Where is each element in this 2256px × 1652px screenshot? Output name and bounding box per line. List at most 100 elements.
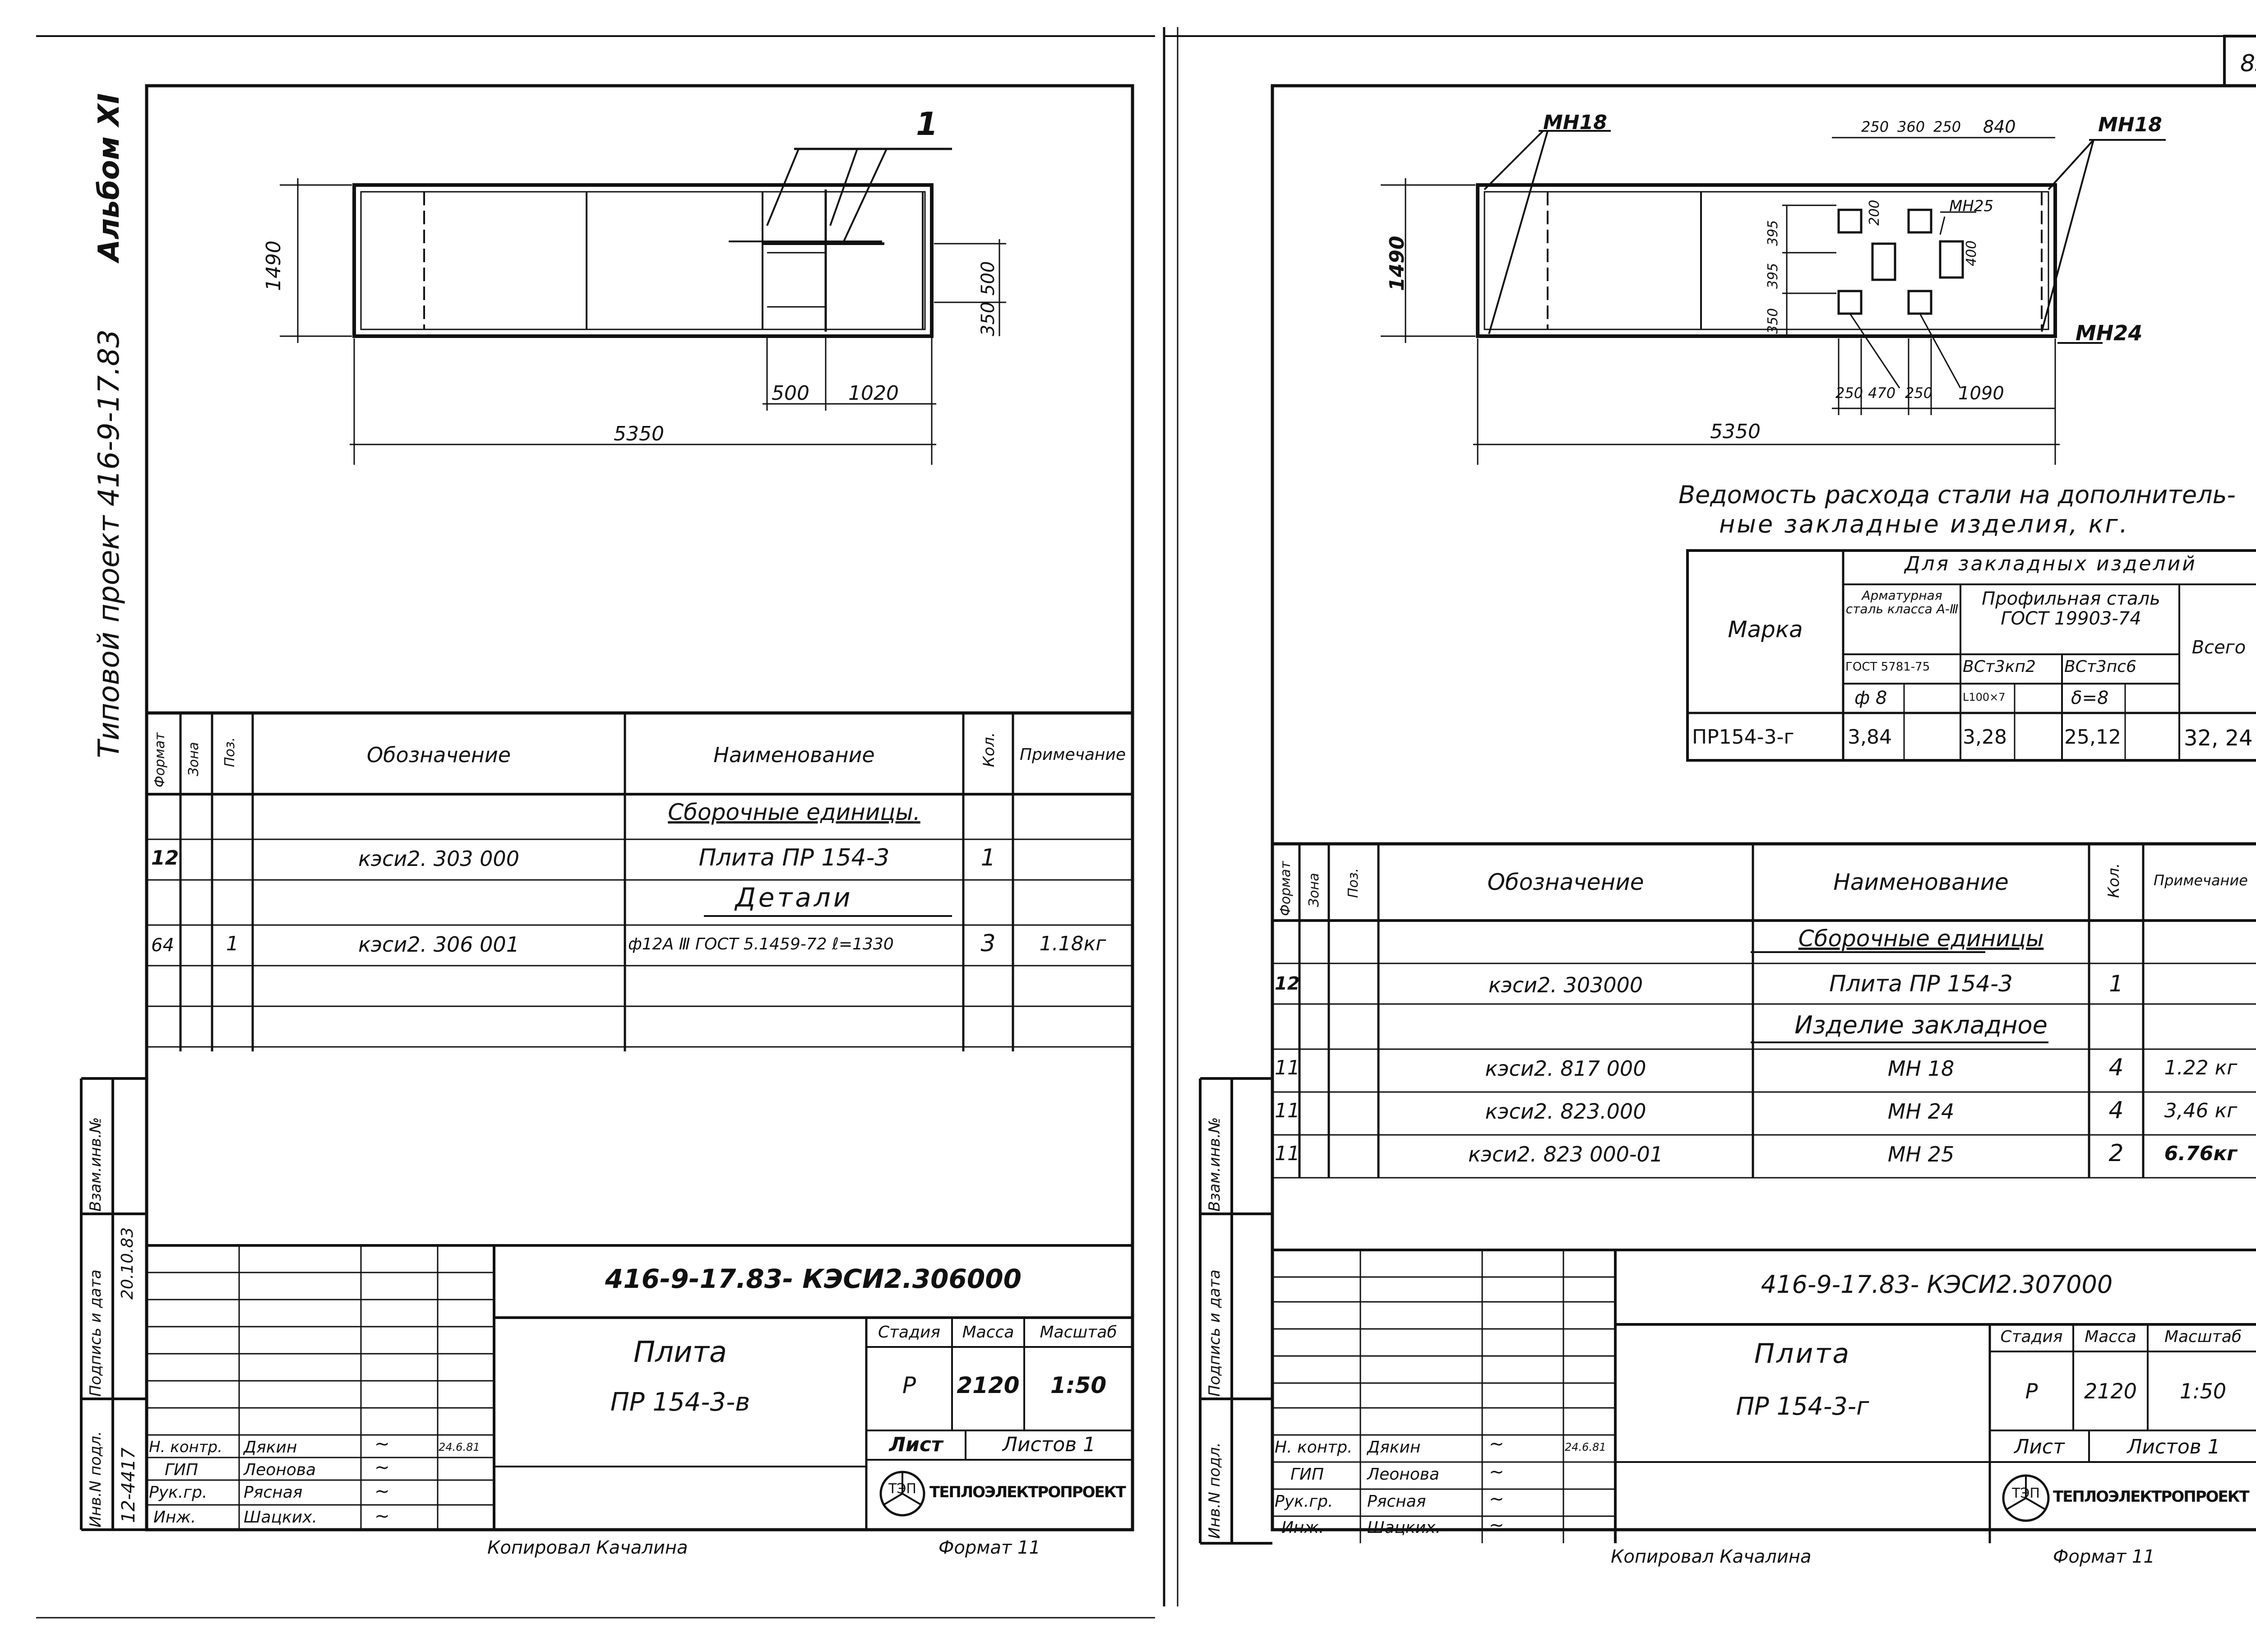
right-tb-role-2: Рук.гр. (1275, 1492, 1333, 1511)
right-spec-h-format: Формат (1278, 861, 1294, 916)
right-stamp-vzam: Взам.инв.№ (1206, 1117, 1224, 1212)
right-spec-row3-format: 11 (1275, 1099, 1300, 1122)
right-dim-v-2: 395 (1765, 220, 1781, 246)
right-tb-copied: Копировал Качалина (1611, 1546, 1812, 1567)
right-dim-top-3: 840 (1983, 117, 2016, 137)
right-dim-v400: 400 (1964, 240, 1979, 266)
left-spec-h-name: Наименование (713, 743, 875, 767)
steel-row-d8: 25,12 (2064, 726, 2121, 749)
right-spec-row2-name: МН 18 (1887, 1056, 1955, 1081)
steel-row-f8: 3,84 (1848, 726, 1892, 749)
left-tb-scale: 1:50 (1050, 1372, 1107, 1398)
right-spec-row4-note: 6.76кг (2164, 1142, 2238, 1165)
left-stamp-inv: Инв.N подл. (87, 1431, 105, 1527)
right-tb-stage: Р (2025, 1379, 2038, 1403)
right-spec-section2: Изделие закладное (1794, 1011, 2048, 1039)
right-dim-v200: 200 (1867, 199, 1882, 226)
left-dim-height: 1490 (262, 241, 285, 291)
right-spec-row4-qty: 2 (2108, 1140, 2124, 1167)
right-spec-h-name: Наименование (1833, 869, 2009, 895)
right-spec-row1-format: 12 (1275, 973, 1300, 994)
right-spec-h-pos: Поз. (1345, 868, 1361, 898)
steel-row-l100: 3,28 (1963, 726, 2007, 749)
left-stamp-vzam: Взам.инв.№ (87, 1117, 105, 1212)
right-spec-row4-designation: кэси2. 823 000-01 (1468, 1142, 1664, 1166)
right-spec-h-designation: Обозначение (1487, 869, 1644, 895)
left-spec-h-zone: Зона (186, 742, 202, 776)
left-tb-logo: ТЭП (888, 1481, 916, 1497)
left-tb-role-2: Рук.гр. (149, 1483, 208, 1502)
right-spec-row2-qty: 4 (2108, 1054, 2124, 1081)
right-dim-bot-1: 470 (1868, 384, 1896, 402)
right-dim-v-1: 395 (1765, 263, 1781, 289)
right-spec-row1-designation: кэси2. 303000 (1488, 973, 1643, 997)
left-stamp-inv-val: 12-4417 (118, 1447, 139, 1523)
steel-h-mark: Марка (1728, 616, 1803, 643)
left-tb-sign-0: ~ (374, 1434, 390, 1454)
steel-h-d8: δ=8 (2071, 688, 2109, 708)
steel-row-mark: ПР154-3-г (1692, 726, 1794, 749)
right-spec-h-qty: Кол. (2105, 863, 2123, 898)
left-tb-copied: Копировал Качалина (487, 1537, 688, 1558)
right-tb-name-1: Леонова (1367, 1465, 1440, 1484)
left-spec-row2-designation: кэси2. 306 001 (358, 932, 519, 957)
left-spec-row2-note: 1.18кг (1039, 932, 1106, 955)
steel-h-gost: ГОСТ 5781-75 (1845, 660, 1930, 674)
left-spec-row1-qty: 1 (980, 844, 996, 871)
right-stamp-inv: Инв.N подл. (1206, 1442, 1224, 1539)
left-stamp-sign: Подпись и дата (87, 1269, 105, 1397)
left-spec-row1-designation: кэси2. 303 000 (358, 847, 519, 871)
left-marker-1: 1 (916, 106, 938, 143)
right-dim-top-2: 250 (1933, 118, 1961, 135)
steel-h-for: Для закладных изделий (1905, 552, 2197, 575)
right-dim-height: 1490 (1386, 236, 1409, 291)
right-spec-row4-format: 11 (1275, 1142, 1300, 1165)
right-dim-total: 5350 (1710, 420, 1761, 443)
left-spec-h-qty: Кол. (980, 732, 998, 767)
album-label: Альбом XI (92, 93, 126, 262)
right-label-mh18b: МН18 (2098, 113, 2162, 136)
project-label: Типовой проект 416-9-17.83 (92, 329, 126, 758)
left-tb-sign-3: ~ (374, 1506, 390, 1527)
right-spec-row3-note: 3,46 кг (2164, 1099, 2238, 1122)
right-dim-bot-0: 250 (1835, 384, 1863, 402)
right-spec-row1-name: Плита ПР 154-3 (1829, 971, 2013, 997)
right-dim-top-1: 360 (1897, 118, 1925, 135)
right-spec-row1-qty: 1 (2109, 971, 2123, 997)
left-tb-sign-2: ~ (374, 1481, 390, 1502)
left-tb-stage-h: Стадия (878, 1323, 941, 1342)
left-stamp-date-val: 20.10.83 (118, 1227, 137, 1300)
right-tb-role-3: Инж. (1281, 1518, 1324, 1537)
right-tb-code: 416-9-17.83- КЭСИ2.307000 (1761, 1270, 2113, 1299)
left-tb-stage: Р (902, 1372, 916, 1398)
left-tb-role-3: Инж. (153, 1508, 196, 1527)
steel-h-vst3kp2: ВСт3кп2 (1963, 657, 2036, 676)
right-spec-row2-designation: кэси2. 817 000 (1485, 1056, 1646, 1081)
right-tb-title2: ПР 154-3-г (1736, 1392, 1869, 1421)
left-spec-section1: Сборочные единицы. (668, 799, 920, 825)
right-tb-role-0: Н. контр. (1275, 1438, 1353, 1457)
right-tb-logo: ТЭП (2012, 1485, 2040, 1501)
steel-h-vst3ps6: ВСт3пс6 (2064, 657, 2136, 676)
right-label-mh24: МН24 (2076, 321, 2143, 345)
left-tb-mass-h: Масса (962, 1323, 1014, 1342)
left-spec-row1-name: Плита ПР 154-3 (698, 844, 890, 871)
left-tb-date-0: 24.6.81 (439, 1441, 480, 1453)
right-spec-row3-qty: 4 (2108, 1097, 2124, 1124)
right-dim-bot-2: 250 (1905, 384, 1933, 402)
right-spec-h-zone: Зона (1306, 873, 1322, 907)
right-tb-scale-h: Масштаб (2164, 1328, 2242, 1346)
page-number: 83 (2240, 50, 2256, 77)
steel-title-2: ные закладные изделия, кг. (1719, 510, 2129, 538)
left-dim-w1020: 1020 (848, 382, 899, 405)
right-tb-title1: Плита (1754, 1338, 1851, 1370)
right-tb-sign-3: ~ (1489, 1515, 1504, 1536)
left-spec-row1-format: 12 (151, 847, 179, 870)
right-tb-sheet: Лист (2014, 1435, 2065, 1458)
steel-row-total: 32, 24 (2184, 726, 2253, 751)
right-spec-h-note: Примечание (2154, 872, 2248, 889)
right-tb-name-3: Шацких. (1367, 1518, 1441, 1537)
left-tb-role-1: ГИП (165, 1461, 199, 1479)
steel-h-rebar: Арматурная сталь класса А-Ⅲ (1845, 588, 1959, 616)
